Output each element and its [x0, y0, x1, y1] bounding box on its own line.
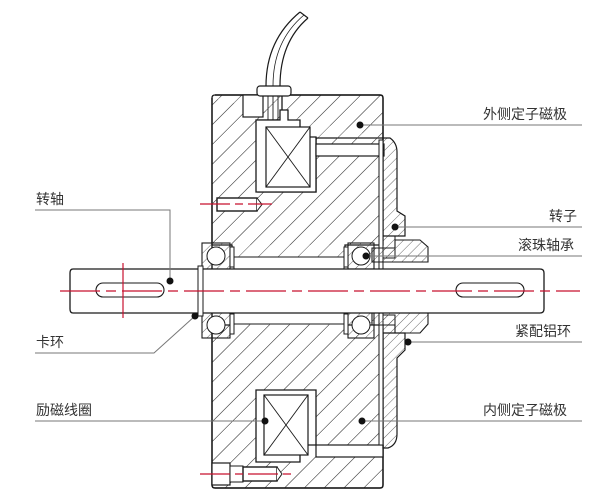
left-keyway — [95, 282, 165, 298]
cable — [256, 11, 309, 120]
label-snap-ring: 卡环 — [36, 335, 64, 351]
upper-coil-cavity — [242, 94, 317, 193]
label-inner-stator-pole: 内侧定子磁极 — [483, 403, 567, 419]
right-bearing-bottom — [343, 311, 375, 339]
lower-coil-cavity — [255, 389, 317, 463]
left-bearing-top — [201, 242, 235, 270]
label-rotor: 转子 — [549, 209, 577, 225]
leader-dots — [166, 121, 412, 425]
label-tight-aluminum-ring: 紧配铝环 — [515, 324, 571, 340]
right-bearing-top — [343, 242, 375, 270]
leaders — [35, 124, 582, 422]
label-ball-bearing: 滚珠轴承 — [518, 238, 574, 254]
right-keyway — [455, 282, 525, 298]
label-outer-stator-pole: 外侧定子磁极 — [483, 107, 567, 123]
label-excitation-coil: 励磁线圈 — [36, 403, 92, 419]
left-bearing-bottom — [201, 311, 235, 339]
centerlines — [60, 203, 580, 475]
label-shaft: 转轴 — [36, 192, 64, 208]
